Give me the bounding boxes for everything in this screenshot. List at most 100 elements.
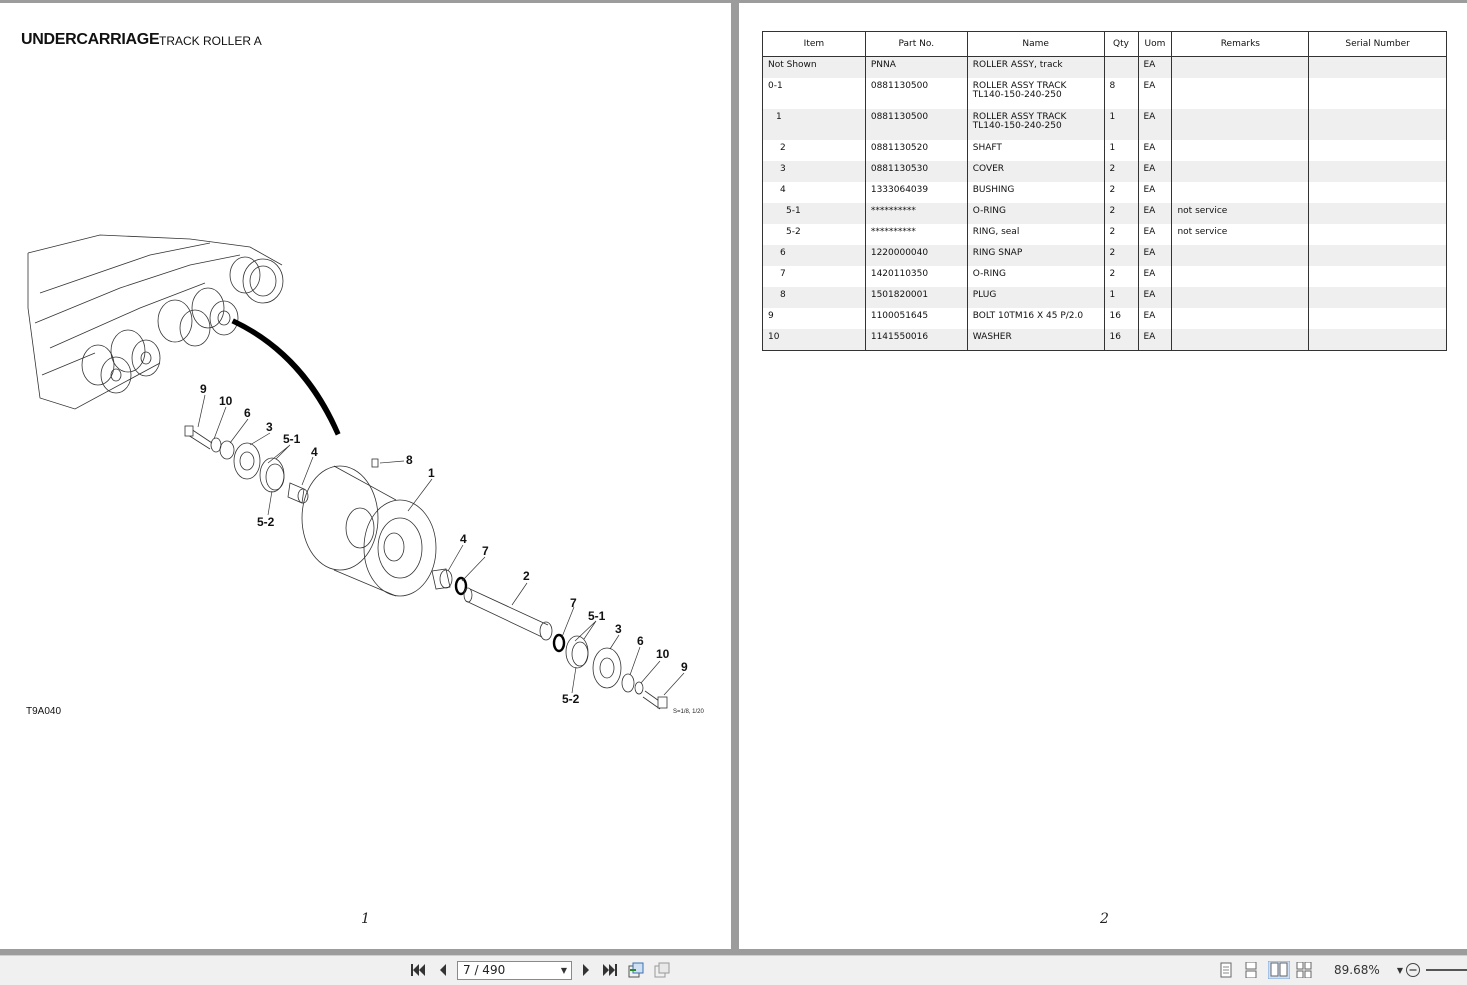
continuous-icon[interactable] [1243,962,1259,978]
cell-part-no: PNNA [864,56,968,78]
cell-serial-number [1308,203,1447,224]
cell-uom: EA [1137,266,1172,287]
document-page-2: Item Part No. Name Qty Uom Remarks Seria… [739,3,1467,949]
column-header-qty: Qty [1103,31,1138,57]
callout-3-right: 3 [615,622,622,636]
cell-serial-number [1308,140,1447,161]
cover-right [592,647,622,689]
callout-9-left: 9 [200,382,207,396]
callout-3-left: 3 [266,420,273,434]
page-indicator: 7 / 490 [463,963,506,977]
cell-part-no: ********** [864,203,968,224]
cell-remarks [1171,56,1309,78]
page-number-input[interactable]: 7 / 490 ▼ [457,961,572,980]
previous-view-icon[interactable] [627,961,645,979]
cell-serial-number [1308,329,1447,351]
column-header-item: Item [762,31,866,57]
cell-part-no: 1141550016 [864,329,968,351]
washer-left [210,437,222,453]
cell-serial-number [1308,245,1447,266]
facing-icon[interactable] [1268,961,1290,979]
bushing-right [431,568,451,590]
cell-remarks [1171,109,1309,140]
single-page-icon[interactable] [1218,962,1234,978]
zoom-slider[interactable] [1426,969,1467,972]
cell-item: 1 [762,109,866,140]
cell-part-no: 1333064039 [864,182,968,203]
section-subtitle: TRACK ROLLER A [159,34,262,48]
cell-serial-number [1308,182,1447,203]
next-page-icon[interactable] [577,961,595,979]
cell-item: 4 [762,182,866,203]
first-page-icon[interactable] [409,961,427,979]
callout-7-right-a: 7 [482,544,489,558]
detail-arrow [231,318,341,436]
cell-item: 6 [762,245,866,266]
cell-uom: EA [1137,140,1172,161]
column-header-remarks: Remarks [1171,31,1309,57]
cell-item: 10 [762,329,866,351]
callout-10-left: 10 [219,394,233,408]
cell-remarks [1171,78,1309,109]
callout-5-2-right: 5-2 [562,692,580,706]
cell-qty: 16 [1103,308,1138,329]
cell-remarks [1171,308,1309,329]
column-header-part-no: Part No. [864,31,968,57]
cell-item: 5-1 [762,203,866,224]
callout-6-right: 6 [637,634,644,648]
zoom-level[interactable]: 89.68% [1334,963,1380,977]
cell-item: Not Shown [762,56,866,78]
cell-serial-number [1308,287,1447,308]
cell-qty: 2 [1103,161,1138,182]
column-header-uom: Uom [1137,31,1172,57]
cell-name: O-RING [966,266,1105,287]
callout-4-right: 4 [460,532,467,546]
track-frame-drawing [27,234,284,410]
cell-qty: 1 [1103,109,1138,140]
page-dropdown-icon[interactable]: ▼ [560,966,567,975]
zoom-out-icon[interactable] [1405,962,1421,978]
continuous-facing-icon[interactable] [1296,962,1312,978]
callout-5-2-left: 5-2 [257,515,275,529]
document-page-1: UNDERCARRIAGE TRACK ROLLER A [0,3,731,949]
cell-name: ROLLER ASSY, track [966,56,1105,78]
cell-uom: EA [1137,287,1172,308]
cell-qty: 2 [1103,266,1138,287]
cell-name: ROLLER ASSY TRACK TL140-150-240-250 [966,109,1105,140]
cell-remarks [1171,329,1309,351]
cell-qty [1103,56,1138,78]
page-number-1: 1 [361,911,370,927]
cell-serial-number [1308,78,1447,109]
bolt-left [184,425,213,450]
cell-item: 8 [762,287,866,308]
cell-uom: EA [1137,308,1172,329]
callout-9-right: 9 [681,660,688,674]
cell-item: 2 [762,140,866,161]
zoom-dropdown-icon[interactable]: ▼ [1396,965,1404,975]
cell-uom: EA [1137,182,1172,203]
next-view-icon[interactable] [653,961,671,979]
cell-uom: EA [1137,161,1172,182]
section-title: UNDERCARRIAGE [21,31,160,48]
cell-name: BUSHING [966,182,1105,203]
cell-qty: 2 [1103,245,1138,266]
cell-part-no: 0881130500 [864,109,968,140]
last-page-icon[interactable] [601,961,619,979]
callout-6-left: 6 [244,406,251,420]
snap-ring-left [219,440,235,460]
cell-uom: EA [1137,78,1172,109]
page-number-2: 2 [1100,911,1109,927]
cell-qty: 16 [1103,329,1138,351]
cell-uom: EA [1137,203,1172,224]
cell-uom: EA [1137,56,1172,78]
column-header-serial-number: Serial Number [1308,31,1447,57]
prev-page-icon[interactable] [434,961,452,979]
cell-name: RING, seal [966,224,1105,245]
callout-5-1-right: 5-1 [588,609,606,623]
callout-4-left: 4 [311,445,318,459]
cell-qty: 8 [1103,78,1138,109]
